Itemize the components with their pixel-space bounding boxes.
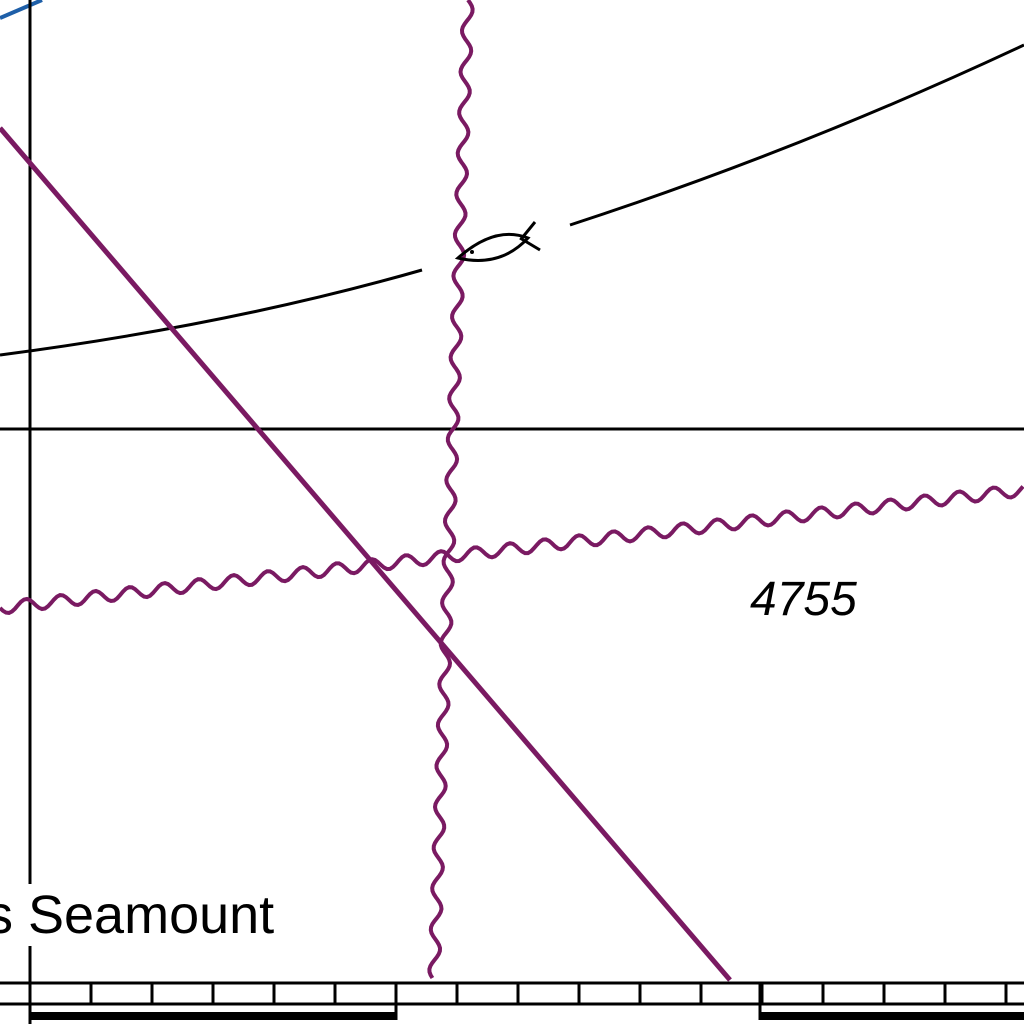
seamount-name-label: s Seamount <box>0 884 283 946</box>
wavy-vertical-limit <box>427 0 475 980</box>
diagonal-boundary-line <box>0 126 732 982</box>
submarine-cable-left <box>0 268 423 357</box>
border-scale-bar <box>0 981 1024 1020</box>
submarine-cable-right <box>569 43 1024 227</box>
fish-haven-icon <box>454 221 541 262</box>
blue-edge-line <box>0 0 43 20</box>
wavy-horizontal-limit <box>0 485 1024 615</box>
depth-sounding-label: 4755 <box>750 573 857 626</box>
